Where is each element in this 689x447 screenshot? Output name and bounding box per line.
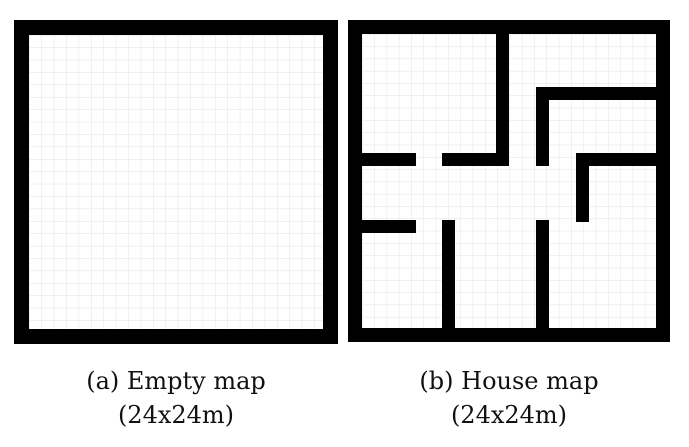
empty-map-outer-wall — [14, 20, 338, 344]
house-map-outer-wall — [348, 20, 670, 342]
wall-right-room-top — [536, 87, 658, 100]
house-map-caption-size: (24x24m) — [450, 401, 568, 429]
wall-hall-bottom-left — [360, 220, 416, 233]
house-map-caption-title: (b) House map — [419, 367, 599, 395]
empty-map — [14, 20, 338, 344]
empty-map-caption-size: (24x24m) — [117, 401, 235, 429]
house-map-interior-walls — [360, 32, 658, 332]
wall-top-vertical — [496, 32, 509, 166]
house-map-caption: (b) House map (24x24m) — [348, 364, 670, 432]
wall-bottom-vertical-right — [536, 220, 549, 332]
wall-closet-top — [576, 153, 658, 166]
empty-map-caption: (a) Empty map (24x24m) — [14, 364, 338, 432]
empty-map-caption-title: (a) Empty map — [86, 367, 266, 395]
wall-bottom-vertical-left — [442, 220, 455, 332]
wall-right-room-left — [536, 87, 549, 166]
house-map — [348, 20, 670, 342]
wall-closet-left — [576, 153, 589, 222]
empty-map-grid — [29, 35, 326, 332]
wall-hall-top-left — [360, 153, 416, 166]
wall-hall-top-middle — [442, 153, 509, 166]
